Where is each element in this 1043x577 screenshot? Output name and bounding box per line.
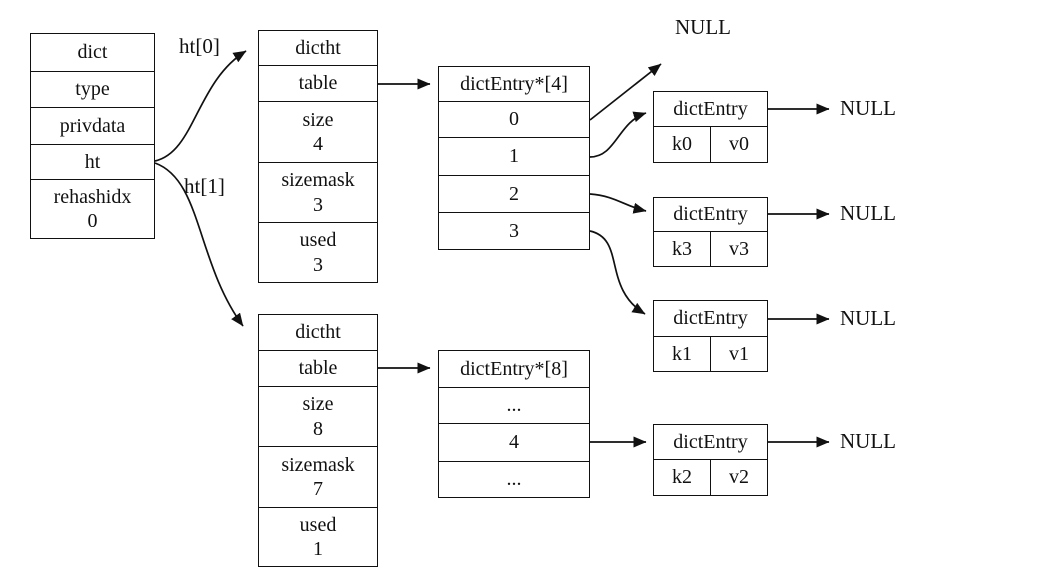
bucket1-slot-0: ... [439, 387, 589, 423]
entry3-value-cell: v2 [729, 466, 749, 488]
entry3-kv-row: k2 v2 [654, 459, 767, 495]
dictht0-sizemask-row: sizemask 3 [259, 162, 377, 222]
bucket1-slot-1: 4 [439, 423, 589, 461]
dictht1-used-value: 1 [313, 538, 323, 560]
dict-row-privdata: privdata [31, 107, 154, 144]
bucket0-slot-3: 3 [439, 212, 589, 249]
bucket1-header-row: dictEntry*[8] [439, 351, 589, 387]
dictht0-sizemask-value: 3 [313, 193, 323, 216]
dictht1-title: dictht [295, 321, 341, 344]
dictht1-sizemask-row: sizemask 7 [259, 446, 377, 507]
arrow-slot3-to-entry2 [589, 230, 646, 315]
entry0-kv-row: k0 v0 [654, 126, 767, 162]
dictht0-sizemask-label: sizemask [281, 169, 355, 192]
bucket0-slot2-label: 2 [509, 182, 519, 205]
dict-type-label: type [75, 78, 110, 101]
dictht1-table-row: table [259, 350, 377, 386]
entry0-title-row: dictEntry [654, 92, 767, 126]
bucket0-title: dictEntry*[4] [460, 72, 568, 95]
bucket-array-0: dictEntry*[4] 0 1 2 3 [438, 66, 590, 250]
bucket1-title: dictEntry*[8] [460, 357, 568, 380]
dictht0-size-row: size 4 [259, 101, 377, 162]
dict-privdata-label: privdata [59, 114, 126, 137]
dict-ht-label: ht [84, 150, 101, 173]
entry2-key-cell: k1 [654, 337, 711, 371]
dictht0-used-row: used 3 [259, 222, 377, 282]
dictht0-used-value: 3 [313, 253, 323, 276]
bucket0-slot-2: 2 [439, 175, 589, 212]
dict-rehashidx-label: rehashidx [53, 185, 132, 208]
null-label-entry2: NULL [840, 306, 896, 330]
dictht1-sizemask-value: 7 [313, 478, 323, 500]
null-label-top: NULL [675, 15, 731, 39]
entry0-value-cell: v0 [729, 133, 749, 155]
arrow-slot1-to-entry0 [589, 111, 647, 158]
dictht0-table-row: table [259, 65, 377, 101]
bucket0-slot3-label: 3 [509, 219, 519, 242]
entry1-key-cell: k3 [654, 232, 711, 266]
edge-label-ht1: ht[1] [184, 174, 225, 198]
entry2-kv-row: k1 v1 [654, 336, 767, 371]
dictht1-used-row: used 1 [259, 507, 377, 566]
dict-entry-k2: dictEntry k2 v2 [653, 424, 768, 496]
dict-title-label: dict [77, 41, 108, 64]
dict-row-type: type [31, 71, 154, 107]
entry2-value-cell: v1 [729, 342, 749, 365]
dictht0-size-value: 4 [313, 133, 323, 155]
dict-rehashidx-value: 0 [87, 210, 98, 232]
dictht1-size-row: size 8 [259, 386, 377, 446]
dict-row-title: dict [31, 34, 154, 71]
arrow-ht0-to-dictht0 [154, 50, 247, 162]
dict-entry-k3: dictEntry k3 v3 [653, 197, 768, 267]
dict-entry-k1: dictEntry k1 v1 [653, 300, 768, 372]
dictht0-title-row: dictht [259, 31, 377, 65]
bucket1-slot-2: ... [439, 461, 589, 497]
null-label-entry1: NULL [840, 201, 896, 225]
bucket1-slot0-label: ... [506, 394, 522, 417]
entry1-title-row: dictEntry [654, 198, 767, 231]
dictht0-size-label: size [302, 108, 334, 131]
dict-row-rehashidx: rehashidx 0 [31, 179, 154, 238]
dictht1-size-label: size [302, 393, 334, 416]
arrow-slot2-to-entry1 [589, 193, 647, 214]
entry3-title-row: dictEntry [654, 425, 767, 459]
bucket0-slot0-label: 0 [509, 108, 519, 131]
dictht1-title-row: dictht [259, 315, 377, 350]
bucket0-header-row: dictEntry*[4] [439, 67, 589, 101]
entry1-title: dictEntry [673, 203, 748, 226]
null-label-entry0: NULL [840, 96, 896, 120]
entry2-title-row: dictEntry [654, 301, 767, 336]
bucket0-slot1-label: 1 [509, 145, 519, 168]
entry3-key-cell: k2 [654, 460, 711, 495]
dict-row-ht: ht [31, 144, 154, 179]
dictht0-table-label: table [298, 72, 338, 95]
edge-label-ht0: ht[0] [179, 34, 220, 58]
null-label-entry3: NULL [840, 429, 896, 453]
bucket1-slot2-label: ... [506, 468, 522, 491]
entry3-title: dictEntry [673, 430, 748, 453]
arrow-slot0-to-null [589, 63, 662, 121]
bucket1-slot1-label: 4 [509, 431, 519, 454]
dict-struct-box: dict type privdata ht rehashidx 0 [30, 33, 155, 239]
dictht1-used-label: used [299, 513, 337, 536]
dict-entry-k0: dictEntry k0 v0 [653, 91, 768, 163]
dictht0-title: dictht [295, 36, 341, 59]
bucket0-slot-0: 0 [439, 101, 589, 137]
dictht1-size-value: 8 [313, 417, 323, 440]
entry0-key-cell: k0 [654, 127, 711, 162]
dictht1-table-label: table [298, 357, 338, 380]
entry1-value-cell: v3 [729, 237, 749, 260]
entry0-title: dictEntry [673, 97, 748, 120]
bucket0-slot-1: 1 [439, 137, 589, 175]
entry1-kv-row: k3 v3 [654, 231, 767, 266]
bucket-array-1: dictEntry*[8] ... 4 ... [438, 350, 590, 498]
dictht0-used-label: used [299, 229, 337, 252]
dictht1-sizemask-label: sizemask [281, 453, 355, 476]
dictht1-box: dictht table size 8 sizemask 7 used 1 [258, 314, 378, 567]
entry2-title: dictEntry [673, 307, 748, 330]
dictht0-box: dictht table size 4 sizemask 3 used 3 [258, 30, 378, 283]
